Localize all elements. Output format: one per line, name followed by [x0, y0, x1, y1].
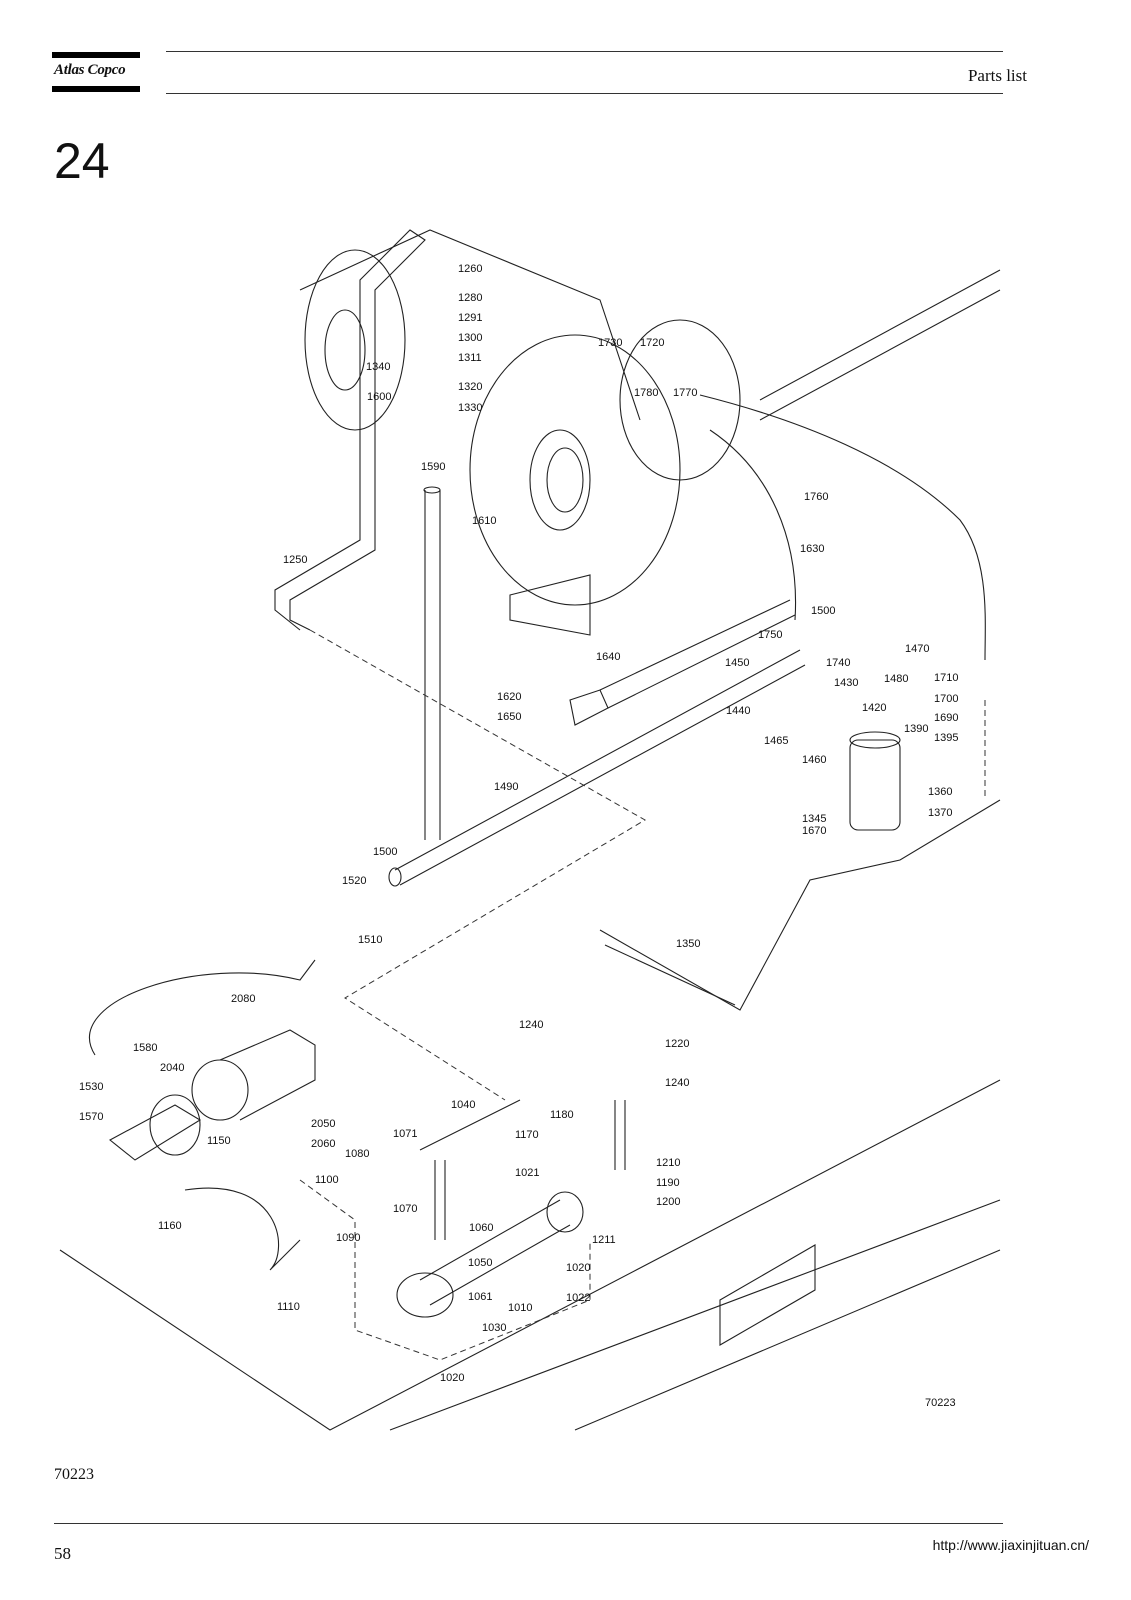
drawing-leader-dashes — [299, 629, 986, 1361]
callout-1200: 1200 — [656, 1196, 680, 1208]
callout-1460: 1460 — [802, 754, 826, 766]
logo-bottom-bar — [52, 86, 140, 92]
logo-top-bar — [52, 52, 140, 58]
drawing-code: 70223 — [925, 1397, 956, 1409]
callout-1600: 1600 — [367, 391, 391, 403]
callout-1210: 1210 — [656, 1157, 680, 1169]
callout-1770: 1770 — [673, 387, 697, 399]
page-number: 58 — [54, 1544, 71, 1563]
callout-1500: 1500 — [811, 605, 835, 617]
callout-1640: 1640 — [596, 651, 620, 663]
callout-2080: 2080 — [231, 993, 255, 1005]
callout-1440: 1440 — [726, 705, 750, 717]
drawing-code-left: 70223 — [54, 1466, 94, 1483]
callout-1720: 1720 — [640, 337, 664, 349]
callout-1021: 1021 — [515, 1167, 539, 1179]
callout-1071: 1071 — [393, 1128, 417, 1140]
callout-1090: 1090 — [336, 1232, 360, 1244]
drawing-callouts: 1260 1280 1291 1300 1311 1340 1320 1330 … — [79, 263, 958, 1409]
callout-1050: 1050 — [468, 1257, 492, 1269]
callout-1420: 1420 — [862, 702, 886, 714]
callout-1320: 1320 — [458, 381, 482, 393]
callout-1350: 1350 — [676, 938, 700, 950]
callout-1750: 1750 — [758, 629, 782, 641]
callout-1620: 1620 — [497, 691, 521, 703]
callout-1070: 1070 — [393, 1203, 417, 1215]
callout-1330: 1330 — [458, 402, 482, 414]
callout-1740: 1740 — [826, 657, 850, 669]
callout-1030: 1030 — [482, 1322, 506, 1334]
callout-1010: 1010 — [508, 1302, 532, 1314]
callout-1370: 1370 — [928, 807, 952, 819]
callout-1240: 1240 — [519, 1019, 543, 1031]
header-rule-bottom — [166, 93, 1003, 94]
callout-1630: 1630 — [800, 543, 824, 555]
callout-1490: 1490 — [494, 781, 518, 793]
callout-1211: 1211 — [592, 1234, 616, 1246]
callout-1760: 1760 — [804, 491, 828, 503]
callout-1510: 1510 — [358, 934, 382, 946]
callout-1470: 1470 — [905, 643, 929, 655]
callout-1430: 1430 — [834, 677, 858, 689]
callout-1340: 1340 — [366, 361, 390, 373]
atlas-copco-logo: Atlas Copco — [52, 52, 140, 92]
callout-1395: 1395 — [934, 732, 958, 744]
callout-1080: 1080 — [345, 1148, 369, 1160]
callout-1040: 1040 — [451, 1099, 475, 1111]
callout-1730: 1730 — [598, 337, 622, 349]
callout-1700: 1700 — [934, 693, 958, 705]
callout-1590: 1590 — [421, 461, 445, 473]
callout-1291: 1291 — [458, 312, 482, 324]
callout-1570: 1570 — [79, 1111, 103, 1123]
callout-2060: 2060 — [311, 1138, 335, 1150]
callout-1260: 1260 — [458, 263, 482, 275]
header-rule-top — [166, 51, 1003, 52]
callout-2040: 2040 — [160, 1062, 184, 1074]
callout-1020: 1020 — [566, 1262, 590, 1274]
callout-1465: 1465 — [764, 735, 788, 747]
callout-1220: 1220 — [665, 1038, 689, 1050]
callout-1670: 1670 — [802, 825, 826, 837]
callout-1150: 1150 — [207, 1135, 231, 1147]
callout-1345: 1345 — [802, 813, 826, 825]
callout-1022: 1022 — [566, 1292, 590, 1304]
callout-1450: 1450 — [725, 657, 749, 669]
callout-1500b: 1500 — [373, 846, 397, 858]
callout-1390: 1390 — [904, 723, 928, 735]
section-number: 24 — [54, 133, 110, 189]
callout-1250: 1250 — [283, 554, 307, 566]
callout-1300: 1300 — [458, 332, 482, 344]
callout-1110: 1110 — [277, 1301, 300, 1313]
callout-1170: 1170 — [515, 1129, 539, 1141]
callout-1610: 1610 — [472, 515, 496, 527]
callout-1520: 1520 — [342, 875, 366, 887]
callout-1160: 1160 — [158, 1220, 182, 1232]
callout-1710: 1710 — [934, 672, 958, 684]
callout-1190: 1190 — [656, 1177, 680, 1189]
callout-1580: 1580 — [133, 1042, 157, 1054]
callout-1360: 1360 — [928, 786, 952, 798]
page-header-title: Parts list — [967, 66, 1027, 85]
footer-rule — [54, 1523, 1003, 1524]
callout-1480: 1480 — [884, 673, 908, 685]
callout-1060: 1060 — [469, 1222, 493, 1234]
source-url: http://www.jiaxinjituan.cn/ — [932, 1537, 1089, 1553]
callout-2050: 2050 — [311, 1118, 335, 1130]
callout-1280: 1280 — [458, 292, 482, 304]
callout-1650: 1650 — [497, 711, 521, 723]
drawing-linework — [59, 229, 1001, 1431]
callout-1240b: 1240 — [665, 1077, 689, 1089]
callout-1180: 1180 — [550, 1109, 574, 1121]
callout-1311: 1311 — [458, 352, 482, 364]
logo-text: Atlas Copco — [54, 62, 126, 78]
callout-1530: 1530 — [79, 1081, 103, 1093]
callout-1061: 1061 — [468, 1291, 492, 1303]
callout-1780: 1780 — [634, 387, 658, 399]
callout-1690: 1690 — [934, 712, 958, 724]
callout-1020b: 1020 — [440, 1372, 464, 1384]
callout-1100: 1100 — [315, 1174, 339, 1186]
